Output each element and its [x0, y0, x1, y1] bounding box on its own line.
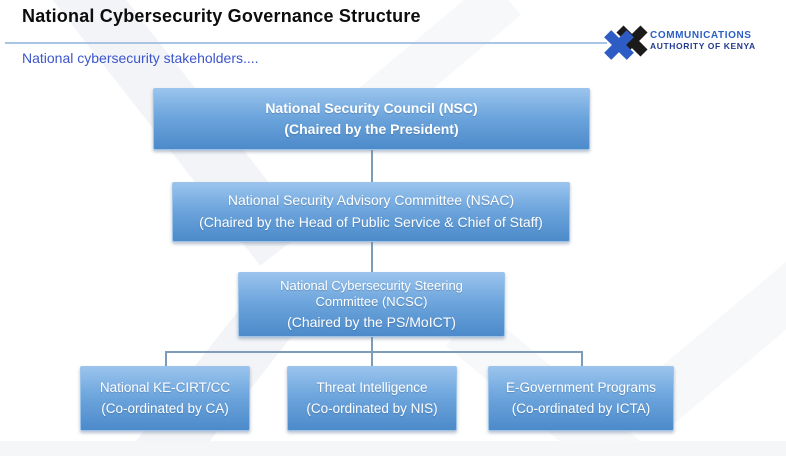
node-subtitle: (Co-ordinated by CA) — [101, 400, 229, 416]
connector-rail — [165, 351, 581, 353]
node-title: National KE-CIRT/CC — [99, 380, 231, 396]
logo-line-communications: COMMUNICATIONS — [650, 30, 752, 41]
node-subtitle: (Co-ordinated by NIS) — [306, 400, 438, 416]
node-title: National Security Council (NSC) — [265, 100, 478, 116]
org-box-nsc: National Security Council (NSC) (Chaired… — [153, 88, 590, 150]
logo-line-authority: AUTHORITY OF KENYA — [650, 40, 756, 51]
node-title: National Security Advisory Committee (NS… — [227, 192, 515, 209]
org-box-nsac: National Security Advisory Committee (NS… — [172, 182, 570, 242]
bottom-strip — [0, 441, 786, 456]
page-title: National Cybersecurity Governance Struct… — [22, 6, 421, 26]
node-subtitle: (Chaired by the Head of Public Service &… — [199, 214, 543, 230]
connector-nsac-ncsc — [371, 242, 373, 272]
connector-drop-left — [165, 351, 167, 366]
node-title: E-Government Programs — [505, 380, 657, 396]
ca-kenya-logo: COMMUNICATIONS AUTHORITY OF KENYA — [602, 20, 778, 66]
connector-drop-right — [581, 351, 583, 366]
connector-nsc-nsac — [371, 150, 373, 182]
ca-logo-text: COMMUNICATIONS AUTHORITY OF KENYA — [650, 30, 756, 51]
slide-subtitle: National cybersecurity stakeholders.... — [22, 50, 259, 66]
connector-drop-center — [371, 351, 373, 366]
ca-logo-x-icon — [604, 25, 648, 60]
org-box-ncsc: National Cybersecurity Steering Committe… — [238, 272, 505, 337]
node-title: Threat Intelligence — [316, 380, 428, 396]
node-subtitle: (Chaired by the PS/MoICT) — [287, 314, 456, 330]
node-title: National Cybersecurity Steering Committe… — [280, 277, 463, 309]
connector-ncsc-rail — [371, 337, 373, 351]
org-box-threat-intelligence: Threat Intelligence (Co-ordinated by NIS… — [287, 366, 457, 431]
org-box-egovernment: E-Government Programs (Co-ordinated by I… — [488, 366, 674, 431]
node-subtitle: (Chaired by the President) — [284, 121, 459, 137]
title-divider — [5, 42, 607, 44]
node-subtitle: (Co-ordinated by ICTA) — [511, 400, 651, 416]
org-box-ke-cirt: National KE-CIRT/CC (Co-ordinated by CA) — [80, 366, 250, 431]
